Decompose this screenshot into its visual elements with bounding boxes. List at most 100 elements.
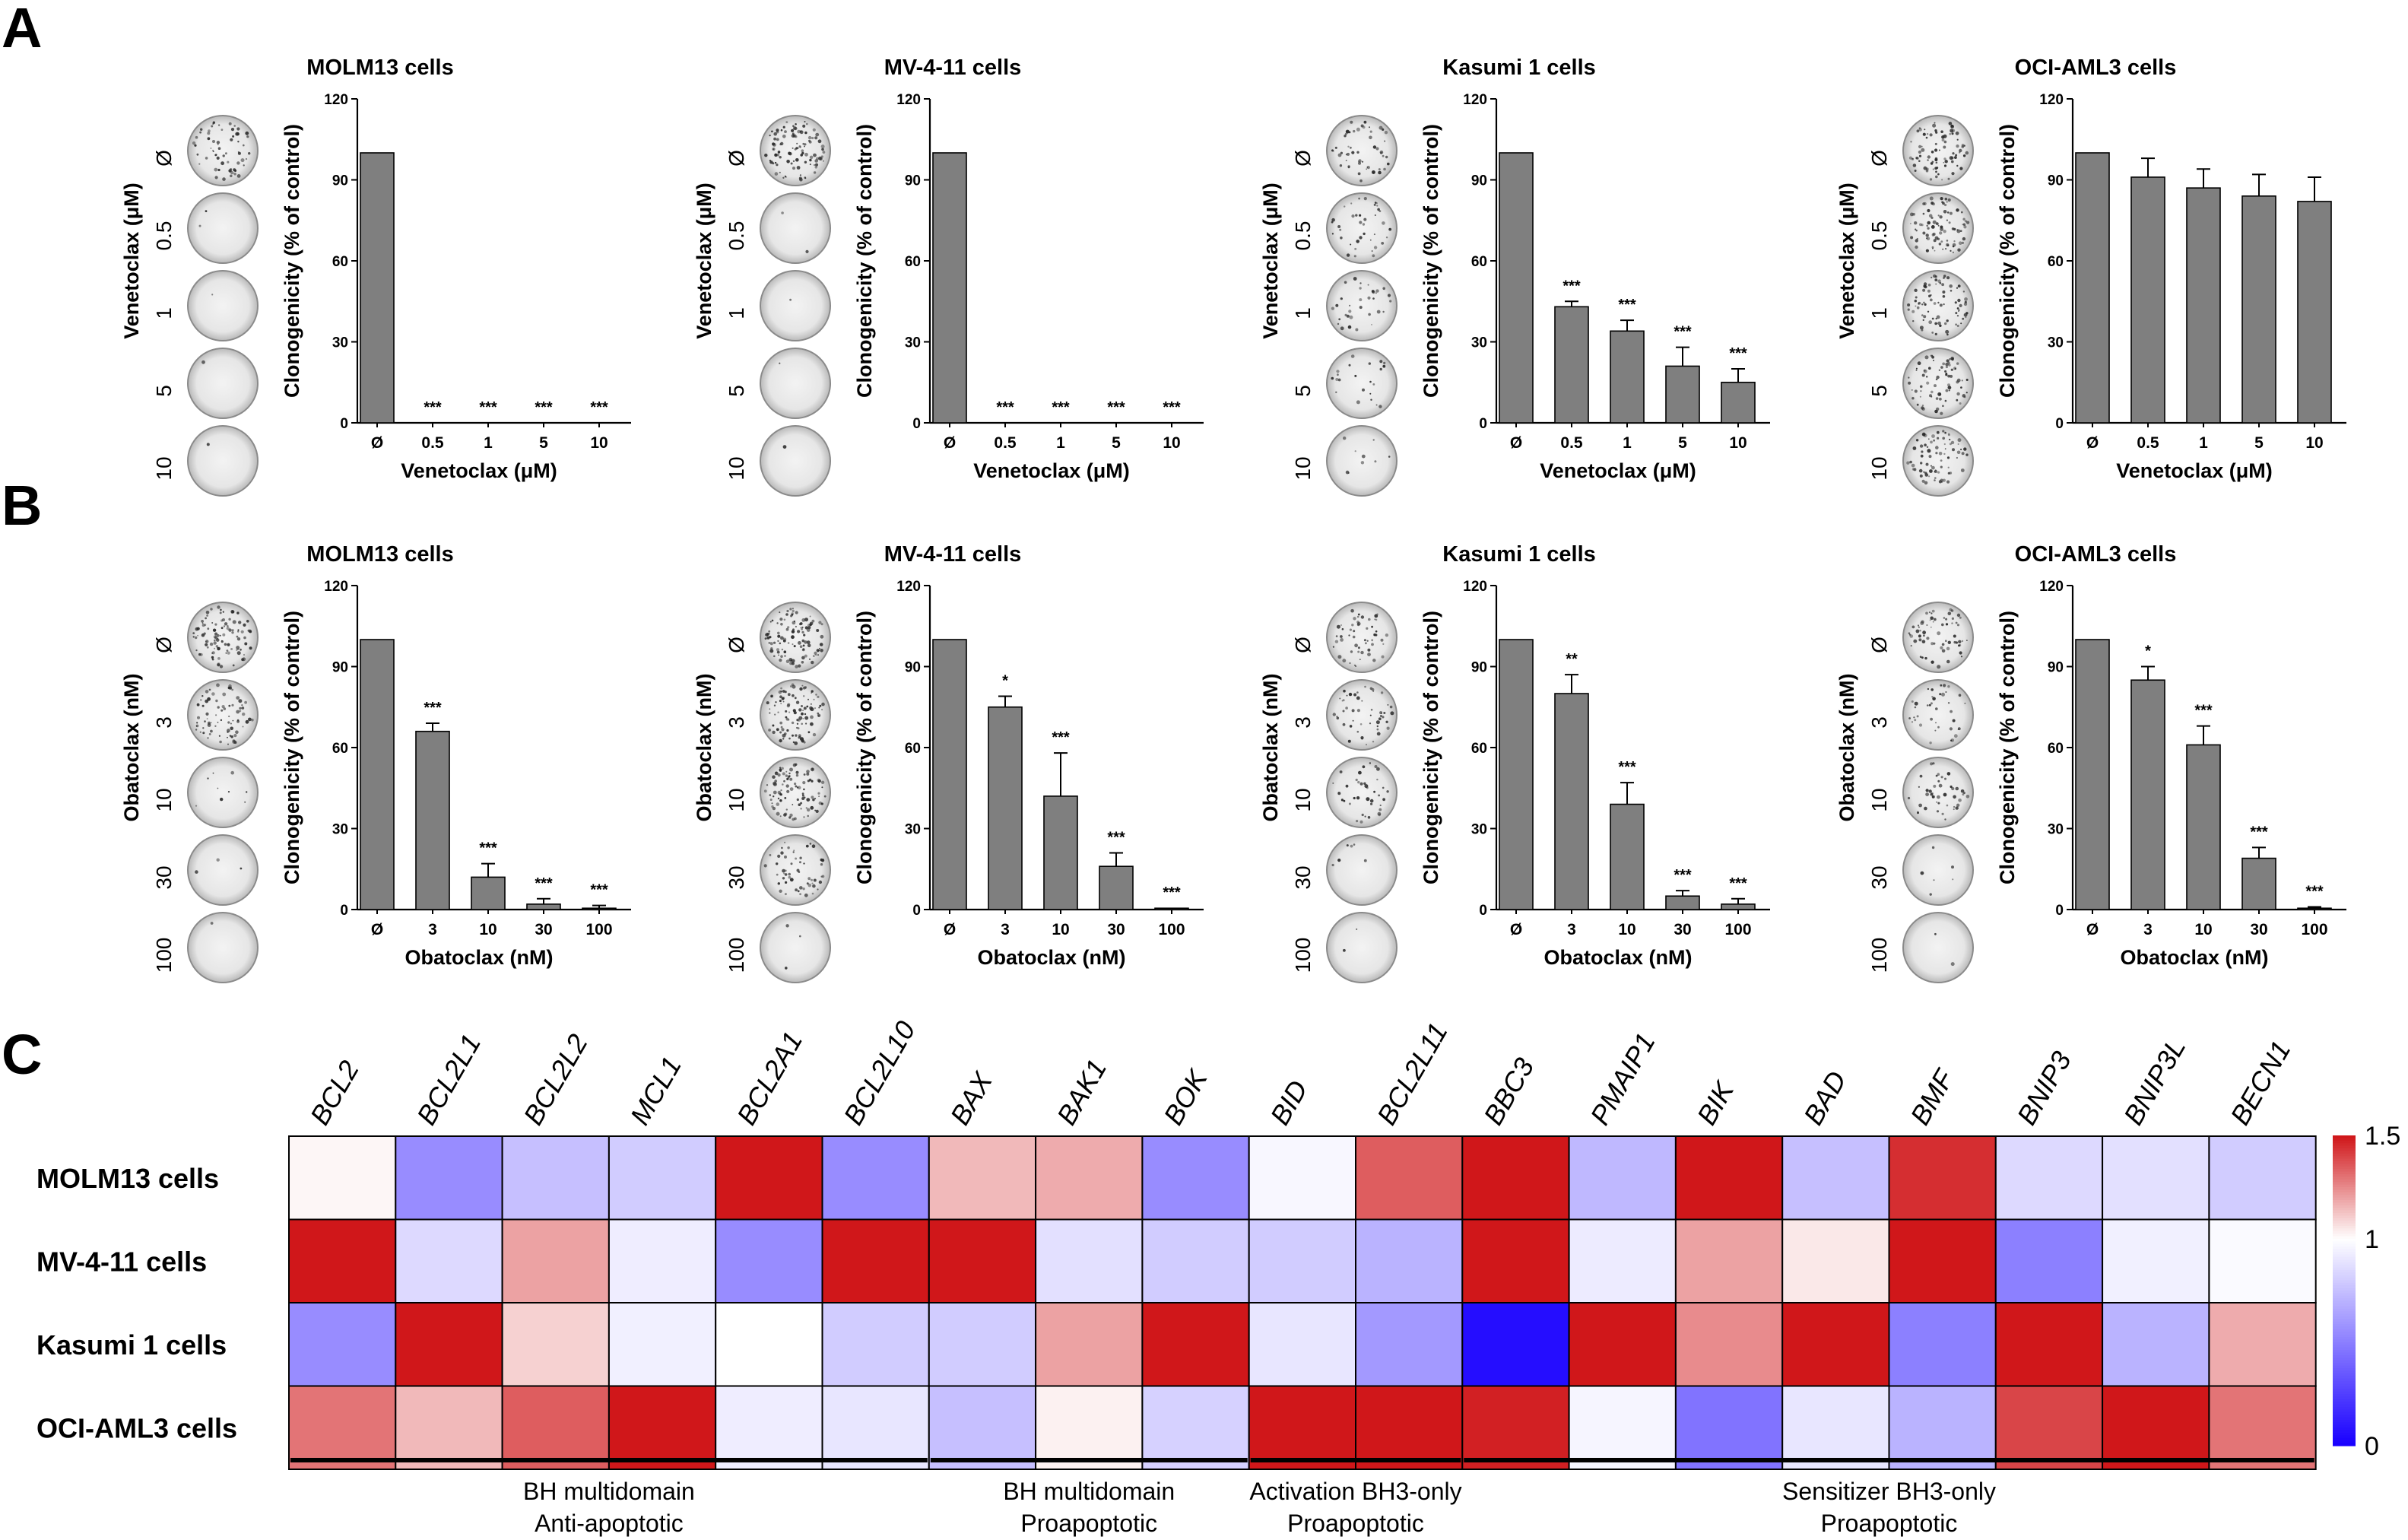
colony-dot	[793, 620, 796, 623]
colony-dot	[1930, 616, 1934, 621]
colony-dot	[249, 646, 252, 650]
colony-dot	[1950, 738, 1955, 742]
colony-dot	[1340, 799, 1344, 802]
colony-dot	[211, 652, 214, 655]
colony-dot	[1924, 472, 1927, 475]
colony-dot	[228, 704, 231, 707]
colony-dot	[223, 707, 227, 710]
colony-dot	[1956, 315, 1959, 317]
colony-dot	[230, 138, 233, 141]
x-tick-label: 1	[484, 434, 493, 452]
colony-plate	[760, 679, 831, 751]
heatmap-cell	[2102, 1135, 2210, 1221]
colony-dot	[244, 700, 247, 704]
colony-dot	[817, 715, 820, 717]
colony-dot	[231, 703, 234, 706]
y-tick-label: 30	[905, 822, 921, 838]
colony-dot	[803, 773, 806, 776]
colony-dot	[1926, 224, 1928, 227]
plate-dish	[1902, 270, 1974, 341]
colony-dot	[777, 790, 782, 795]
bar	[1665, 895, 1700, 910]
colony-dot	[1964, 702, 1966, 704]
y-tick-label: 120	[1463, 92, 1487, 108]
colony-dot	[198, 653, 201, 656]
plate-label: 3	[1291, 716, 1315, 729]
x-tick-label: 3	[2143, 921, 2153, 938]
colony-dot	[806, 640, 811, 645]
colony-dot	[1941, 481, 1943, 483]
colony-dot	[1946, 319, 1949, 322]
colony-plate	[187, 757, 259, 828]
colony-dot	[1346, 131, 1348, 133]
heatmap-cell	[1248, 1218, 1356, 1303]
plate-label: 0.5	[1291, 221, 1315, 251]
x-tick-label: 5	[2254, 434, 2264, 452]
group-label-line2: Proapoptotic	[1821, 1510, 1958, 1537]
x-tick-label: 0.5	[421, 434, 444, 452]
colony-dot	[228, 122, 232, 125]
colony-plate	[760, 602, 831, 673]
colony-dot	[1369, 239, 1372, 241]
colony-dot	[780, 129, 783, 132]
heatmap-cell	[1888, 1302, 1997, 1387]
colony-dot	[244, 642, 248, 646]
y-tick-label: 0	[1479, 416, 1487, 432]
colony-dot	[1369, 762, 1372, 764]
colorbar-step	[2333, 1192, 2356, 1195]
colorbar-step	[2333, 1221, 2356, 1224]
colony-dot	[1340, 635, 1343, 638]
colony-dot	[1946, 244, 1950, 246]
colony-dot	[785, 967, 788, 970]
colony-dot	[1382, 716, 1385, 719]
colony-dot	[781, 846, 783, 849]
colony-dot	[801, 648, 805, 652]
y-tick-label: 120	[324, 579, 348, 595]
colony-dot	[1908, 156, 1912, 160]
colony-dot	[777, 882, 780, 885]
colony-dot	[811, 690, 814, 693]
drug-axis-label: Venetoclax (μM)	[1835, 183, 1858, 339]
plate-dish	[760, 115, 831, 186]
colony-dot	[1925, 789, 1929, 792]
colony-dot	[819, 643, 823, 646]
colony-dot	[206, 646, 209, 649]
colony-dot	[814, 166, 818, 169]
colony-dot	[220, 608, 222, 611]
colony-dot	[795, 700, 800, 704]
colony-dot	[1379, 715, 1382, 717]
drug-axis-label: Obatoclax (nM)	[1259, 673, 1282, 821]
colony-dot	[1910, 141, 1912, 143]
colony-dot	[798, 664, 801, 668]
colony-dot	[198, 163, 201, 165]
colony-dot	[233, 172, 236, 176]
colony-dot	[798, 716, 803, 720]
colony-dot	[1944, 203, 1947, 207]
colony-dot	[1379, 360, 1383, 364]
colony-dot	[804, 716, 809, 720]
colony-dot	[820, 859, 825, 862]
colorbar-step	[2333, 1171, 2356, 1175]
colony-dot	[201, 624, 205, 627]
colony-dot	[236, 174, 241, 178]
colony-dot	[800, 808, 802, 810]
colony-dot	[795, 857, 798, 860]
colony-dot	[214, 647, 216, 649]
heatmap-cell	[1461, 1135, 1570, 1221]
colony-dot	[219, 740, 222, 744]
colony-dot	[1369, 130, 1372, 133]
colony-dot	[777, 631, 780, 635]
colony-dot	[197, 634, 198, 637]
colony-dot	[224, 643, 227, 646]
plate-label: Ø	[152, 637, 176, 653]
colony-plate	[760, 834, 831, 906]
colony-dot	[1378, 125, 1383, 130]
colony-dot	[1950, 962, 1955, 967]
colony-dot	[1376, 767, 1380, 771]
plate-label: Ø	[725, 637, 748, 653]
colony-dot	[769, 621, 772, 623]
colony-dot	[769, 708, 771, 710]
colony-dot	[1951, 357, 1954, 361]
colorbar-step	[2333, 1230, 2356, 1234]
colony-dot	[1934, 729, 1937, 732]
